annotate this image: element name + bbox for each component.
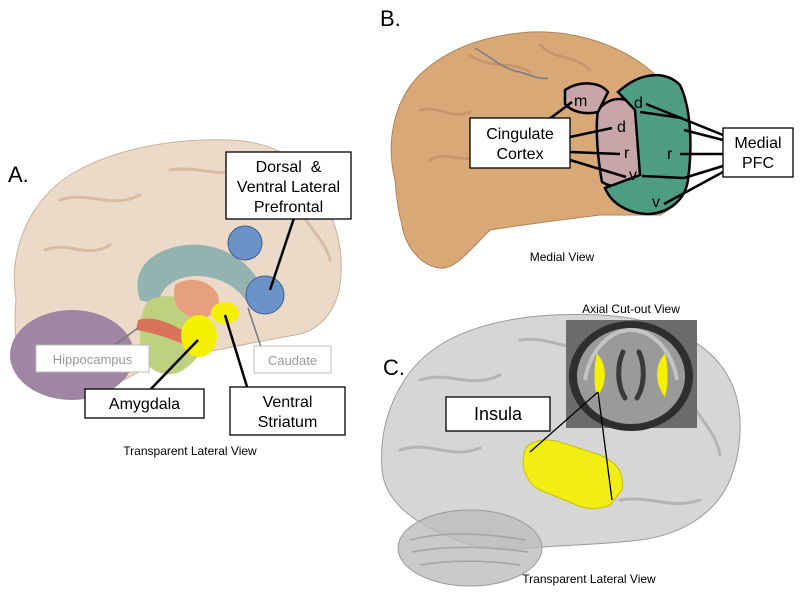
ventral-striatum-highlight bbox=[211, 302, 239, 324]
panel-b: B. m d r v d r v Cingulate C bbox=[380, 6, 794, 269]
cingulate-d-letter: d bbox=[617, 119, 626, 136]
cingulate-leader-2 bbox=[569, 126, 613, 139]
pfc-leader-4 bbox=[683, 128, 724, 142]
medial-pfc-label-box bbox=[722, 127, 794, 178]
insula-label: Insula bbox=[474, 404, 523, 424]
ventral-striatum-label-box bbox=[229, 386, 346, 436]
panel-b-caption: Medial View bbox=[530, 250, 595, 264]
caudate-leader-line bbox=[247, 307, 263, 351]
prefrontal-leader-line bbox=[268, 211, 298, 291]
amygdala-highlight bbox=[181, 315, 217, 357]
amygdala-label: Amygdala bbox=[109, 396, 180, 413]
axial-view-title: Axial Cut-out View bbox=[582, 302, 680, 316]
cutout-line-right bbox=[597, 391, 613, 501]
medial-pfc-label-line2: PFC bbox=[742, 155, 774, 172]
insula-label-box bbox=[445, 396, 551, 432]
cutout-line-left bbox=[529, 391, 599, 453]
cingulate-label-line2: Cortex bbox=[496, 146, 543, 163]
caudate-structure bbox=[137, 244, 259, 306]
axial-mri-gray bbox=[583, 327, 679, 381]
putamen-structure bbox=[174, 279, 219, 318]
insula-highlight bbox=[522, 439, 624, 509]
central-sulcus-line bbox=[474, 47, 549, 80]
medial-pfc-region bbox=[603, 73, 692, 216]
cingulate-label-box bbox=[469, 117, 571, 169]
axial-mri-brain bbox=[577, 328, 685, 424]
cingulate-leader-4 bbox=[569, 158, 627, 179]
amygdala-band bbox=[136, 318, 190, 345]
panel-c-letter: C. bbox=[383, 355, 405, 380]
pfc-leader-1 bbox=[645, 102, 724, 137]
panel-a-caption: Transparent Lateral View bbox=[123, 444, 257, 458]
amygdala-leader-line bbox=[147, 339, 199, 393]
axial-mri-ventricles bbox=[616, 349, 646, 401]
hippocampus-label: Hippocampus bbox=[53, 352, 133, 367]
pfc-d-letter: d bbox=[634, 95, 643, 112]
striatum-leader-line bbox=[223, 314, 250, 391]
cingulate-label-line1: Cingulate bbox=[486, 126, 554, 143]
hippocampus-label-box bbox=[35, 344, 150, 373]
medial-pfc-label-line1: Medial bbox=[734, 135, 781, 152]
cingulate-m-letter: m bbox=[574, 93, 587, 110]
panel-a: A. Dorsal & Ventral Lateral Prefrontal bbox=[8, 139, 352, 458]
cingulate-r-letter: r bbox=[624, 145, 630, 162]
prefrontal-label-line2: Ventral Lateral bbox=[237, 179, 340, 196]
amygdala-label-box bbox=[84, 388, 205, 419]
axial-insula-left bbox=[594, 353, 605, 397]
prefrontal-label-line3: Prefrontal bbox=[254, 199, 323, 216]
cerebellum-folia bbox=[409, 533, 529, 566]
brain-gyri-texture bbox=[43, 166, 332, 262]
panel-c-caption: Transparent Lateral View bbox=[522, 572, 656, 586]
pfc-leader-5 bbox=[683, 164, 724, 180]
prefrontal-label-box bbox=[225, 151, 352, 220]
cingulate-leader-1 bbox=[547, 101, 573, 121]
ventral-striatum-label-line1: Ventral bbox=[263, 394, 313, 411]
pfc-leader-3 bbox=[663, 170, 724, 206]
cingulate-m-region bbox=[563, 82, 610, 115]
ventral-striatum-label-line2: Striatum bbox=[258, 414, 318, 431]
glass-brain-texture bbox=[398, 337, 722, 505]
dorsal-prefrontal-circle bbox=[227, 225, 263, 261]
pfc-divider-2 bbox=[641, 174, 685, 180]
cingulate-v-letter: v bbox=[629, 167, 637, 184]
pfc-v-letter: v bbox=[652, 194, 660, 211]
prefrontal-label-line1: Dorsal & bbox=[256, 159, 322, 176]
panel-c: C. Axial Cut-out View Insula Transparent… bbox=[381, 302, 741, 587]
caudate-label-box bbox=[253, 345, 332, 374]
pfc-r-letter: r bbox=[667, 146, 673, 163]
panel-a-letter: A. bbox=[8, 162, 29, 187]
ventral-prefrontal-circle bbox=[245, 275, 285, 315]
axial-insula-right bbox=[657, 353, 668, 397]
cingulate-leader-3 bbox=[569, 150, 621, 156]
caudate-label: Caudate bbox=[268, 353, 317, 368]
panel-b-letter: B. bbox=[380, 6, 401, 31]
